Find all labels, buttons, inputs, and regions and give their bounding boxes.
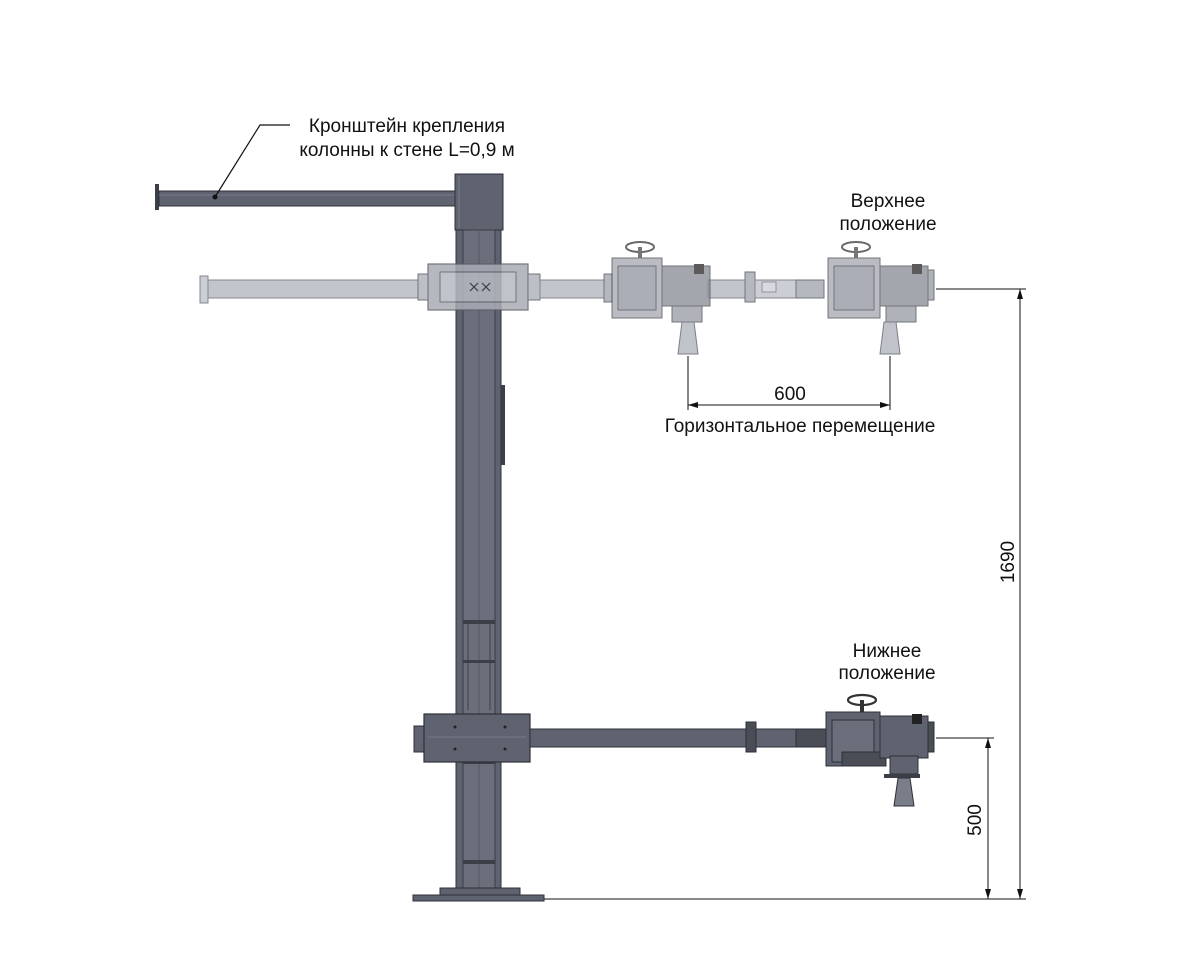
base-plate xyxy=(412,887,545,902)
bracket-label-line1: Кронштейн крепления xyxy=(309,116,505,137)
dimension-500: 500 xyxy=(936,737,994,899)
wall-bracket xyxy=(155,184,458,210)
upper-welding-head-right xyxy=(827,241,935,355)
dimension-1690-text: 1690 xyxy=(998,541,1019,583)
dimension-500-text: 500 xyxy=(965,804,986,836)
lower-position-label-line2: положение xyxy=(838,663,935,684)
upper-welding-head-left xyxy=(611,241,711,355)
bracket-leader xyxy=(212,124,290,200)
lower-position-label-line1: Нижнее xyxy=(853,641,922,662)
upper-position-label-line1: Верхнее xyxy=(851,191,926,212)
upper-boom xyxy=(199,263,613,311)
dimension-600: 600 xyxy=(687,356,891,410)
lower-boom xyxy=(413,713,827,763)
horizontal-travel-caption: Горизонтальное перемещение xyxy=(665,416,936,437)
upper-slide-boom xyxy=(707,271,825,303)
dimension-1690: 1690 xyxy=(544,288,1026,900)
bracket-label-line2: колонны к стене L=0,9 м xyxy=(299,140,514,161)
lower-welding-head xyxy=(825,693,935,807)
vertical-column xyxy=(454,173,505,896)
dimension-600-text: 600 xyxy=(774,384,806,405)
upper-position-label-line2: положение xyxy=(839,214,936,235)
